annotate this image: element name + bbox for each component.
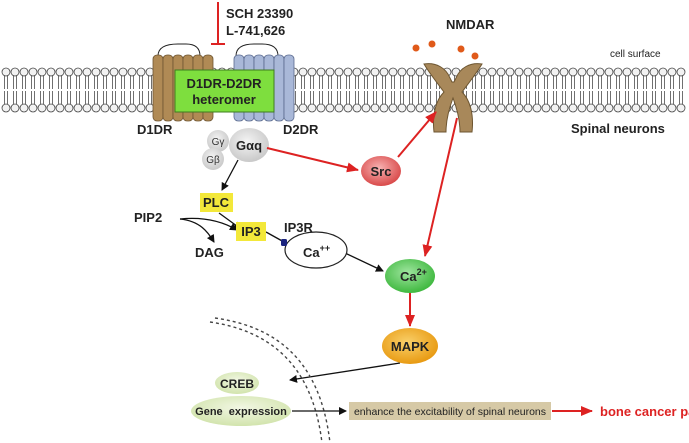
plc-box [200, 193, 233, 212]
bone-cancer-pain-label: bone cancer pain [600, 404, 689, 419]
ca-store-sup: ++ [320, 243, 331, 253]
src-node [361, 156, 401, 186]
d2-bracket [235, 43, 279, 57]
g-beta-label: Gβ [206, 155, 220, 166]
g-alpha-q-subunit [229, 128, 269, 162]
drug-inhibition [211, 2, 225, 45]
ca2-label: Ca2+ [400, 267, 427, 284]
gene-expression-label: Gene expression [195, 406, 287, 418]
drug-l741626: L-741,626 [226, 23, 285, 38]
ip3r-channel [281, 239, 287, 246]
ca-store-label: Ca++ [303, 243, 330, 260]
d2dr-label: D2DR [283, 122, 319, 137]
heteromer-label-line1: D1DR-D2DR [186, 76, 262, 91]
enhance-box [349, 402, 551, 420]
ca-store-base: Ca [303, 245, 320, 260]
d1-bracket [157, 43, 201, 57]
cell-surface-label: cell surface [610, 49, 661, 60]
g-alpha-q-label: Gαq [236, 138, 262, 153]
arrow-mapk-to-creb [289, 362, 401, 383]
g-gamma-subunit [207, 130, 229, 152]
creb-node [215, 372, 259, 394]
mapk-node [382, 328, 438, 364]
g-beta-subunit [202, 148, 224, 170]
nmdar-label: NMDAR [446, 17, 495, 32]
arrow-src-to-nmdar [397, 111, 437, 158]
ca2-node [385, 259, 435, 293]
arrow-pip2-to-ip3 [179, 217, 238, 231]
transmembrane-helix [152, 54, 164, 122]
ca2-sup: 2+ [417, 267, 427, 277]
cell-membrane [1, 67, 686, 113]
dag-label: DAG [195, 245, 224, 260]
ca-store-er [284, 231, 348, 269]
creb-label: CREB [220, 377, 254, 391]
arrow-nmdar-to-ca2 [422, 117, 458, 257]
nuclear-envelope-outer [209, 321, 323, 443]
arrow-pip2-to-dag [179, 218, 215, 243]
arrow-castore-to-ca2 [344, 252, 384, 272]
pip2-label: PIP2 [134, 210, 162, 225]
nuclear-envelope-inner [214, 317, 331, 443]
ip3r-label: IP3R [284, 220, 314, 235]
transmembrane-helix [283, 54, 295, 122]
ip3-label: IP3 [241, 224, 261, 239]
heteromer-label-line2: heteromer [192, 92, 256, 107]
transmembrane-helix [162, 54, 174, 122]
ip3-box [236, 222, 266, 241]
transmembrane-helix [273, 54, 285, 122]
nmdar-channel [412, 40, 483, 133]
plc-label: PLC [203, 195, 230, 210]
enhance-label: enhance the excitability of spinal neuro… [354, 406, 546, 418]
heteromer-box [174, 69, 275, 113]
d1dr-label: D1DR [137, 122, 173, 137]
ca2-base: Ca [400, 269, 417, 284]
arrow-galphaq-to-src [266, 147, 359, 173]
g-gamma-label: Gγ [212, 137, 225, 148]
gene-expression-node [191, 396, 291, 426]
line-ip3-to-ip3r [265, 231, 285, 243]
src-label: Src [371, 164, 392, 179]
drug-sch23390: SCH 23390 [226, 6, 293, 21]
spinal-neurons-label: Spinal neurons [571, 121, 665, 136]
mapk-label: MAPK [391, 339, 430, 354]
arrow-galphaq-to-plc [221, 159, 239, 191]
